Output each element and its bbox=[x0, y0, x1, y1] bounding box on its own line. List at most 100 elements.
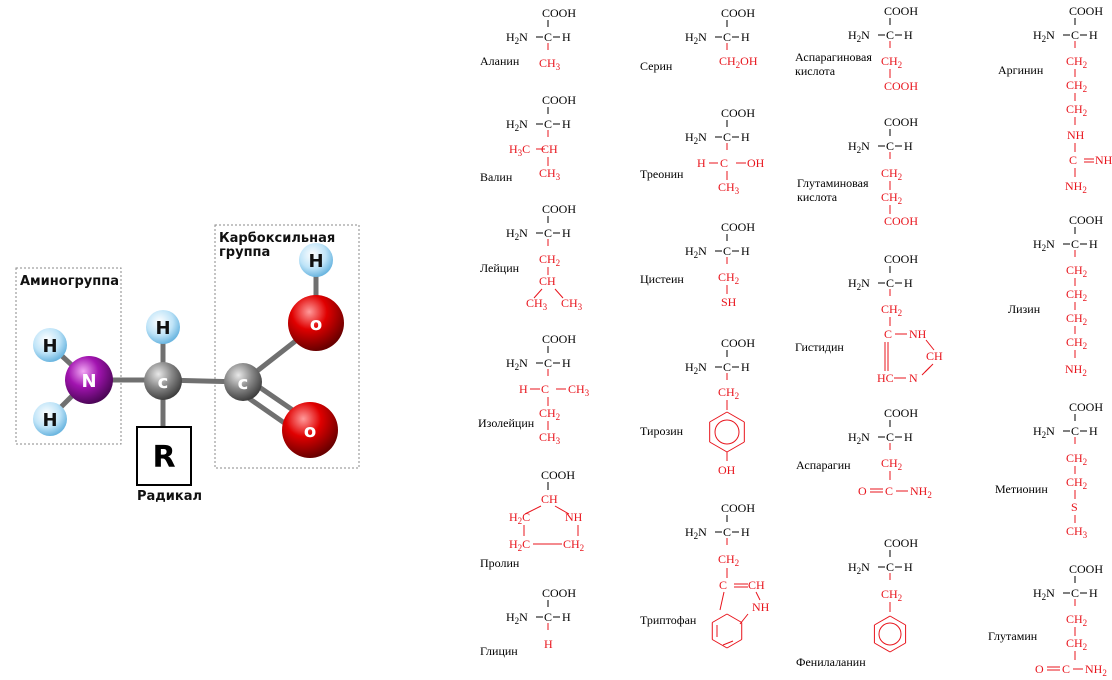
bond-line bbox=[722, 640, 734, 646]
formula-text: H2C bbox=[509, 510, 530, 526]
hydrogen-symbol: H bbox=[562, 610, 571, 624]
alpha-carbon-symbol: C bbox=[544, 30, 552, 44]
amino-acid-name: Валин bbox=[480, 170, 513, 184]
bond-line bbox=[755, 591, 761, 601]
cooh-label: COOH bbox=[884, 536, 918, 550]
carboxyl-group-label: Карбоксильная bbox=[219, 231, 335, 246]
formula-text: C bbox=[885, 484, 893, 498]
cooh-label: COOH bbox=[542, 332, 576, 346]
ring-bond bbox=[889, 615, 906, 626]
bond-line bbox=[554, 288, 564, 299]
formula-text: NH2 bbox=[1065, 179, 1087, 195]
side-chain-group: CH3 bbox=[539, 56, 561, 72]
nitrogen-atom bbox=[65, 356, 113, 404]
hydrogen-symbol: H bbox=[1089, 586, 1098, 600]
ring-bond bbox=[726, 613, 742, 623]
radical-label: Радикал bbox=[137, 489, 202, 504]
hydrogen-symbol: H bbox=[1089, 28, 1098, 42]
amino-acid-name: Глутаминовая bbox=[797, 176, 869, 190]
amine-label: H2N bbox=[1033, 237, 1055, 253]
formula-text: NH2 bbox=[910, 484, 932, 500]
amino-group-label: Аминогруппа bbox=[20, 274, 119, 289]
hydrogen-symbol: H bbox=[562, 30, 571, 44]
hydrogen-symbol: H bbox=[741, 360, 750, 374]
side-chain-group: CH2 bbox=[881, 190, 902, 206]
side-chain-group: CH2 bbox=[881, 456, 902, 472]
oxygen-atom-2-label: o bbox=[304, 421, 316, 442]
bond-line bbox=[524, 505, 542, 515]
alpha-carbon-symbol: C bbox=[544, 226, 552, 240]
hydrogen-symbol: H bbox=[741, 525, 750, 539]
cooh-label: COOH bbox=[884, 4, 918, 18]
formula-text: H2C bbox=[509, 537, 530, 553]
amine-label: H2N bbox=[848, 28, 870, 44]
amino-group-box bbox=[15, 267, 122, 445]
bond-line bbox=[925, 339, 935, 351]
cooh-label: COOH bbox=[884, 406, 918, 420]
cooh-label: COOH bbox=[541, 468, 575, 482]
side-chain-group: CH2 bbox=[539, 406, 560, 422]
amino-acid-name: Пролин bbox=[480, 556, 520, 570]
amine-label: H2N bbox=[506, 610, 528, 626]
amine-label: H2N bbox=[1033, 28, 1055, 44]
oxygen-atom-2 bbox=[282, 402, 338, 458]
cooh-label: COOH bbox=[884, 252, 918, 266]
hydrogen-atom-1 bbox=[33, 328, 67, 362]
hydrogen-symbol: H bbox=[904, 139, 913, 153]
alpha-carbon-symbol: C bbox=[1071, 586, 1079, 600]
formula-text: CH3 bbox=[526, 296, 548, 312]
side-chain-group: CH2 bbox=[1066, 287, 1087, 303]
alpha-carbon-symbol: C bbox=[544, 117, 552, 131]
hydrogen-atom-2-label: H bbox=[42, 410, 57, 431]
alpha-carbon-symbol: C bbox=[723, 360, 731, 374]
formula-text: COOH bbox=[884, 79, 918, 93]
amine-label: H2N bbox=[506, 226, 528, 242]
amino-acid-name: Аргинин bbox=[998, 63, 1044, 77]
amino-acid-name: Гистидин bbox=[795, 340, 844, 354]
aromatic-ring bbox=[714, 419, 740, 445]
oxygen-atom-1 bbox=[288, 295, 344, 351]
side-chain-group: CH3 bbox=[539, 166, 561, 182]
side-chain-group: CH2 bbox=[1066, 451, 1087, 467]
ring-bond bbox=[709, 441, 728, 453]
formula-text: C bbox=[719, 578, 727, 592]
ring-bond bbox=[889, 642, 906, 653]
side-chain-group: CH2 bbox=[718, 270, 739, 286]
alpha-carbon-atom bbox=[144, 362, 182, 400]
cooh-label: COOH bbox=[1069, 4, 1103, 18]
alpha-carbon-symbol: C bbox=[544, 610, 552, 624]
formula-text: OH bbox=[718, 463, 736, 477]
hydrogen-symbol: H bbox=[904, 430, 913, 444]
amino-acid-name: Метионин bbox=[995, 482, 1048, 496]
formula-text: CH bbox=[748, 578, 765, 592]
formula-text: CH bbox=[926, 349, 943, 363]
amino-acid-name: Аланин bbox=[480, 54, 520, 68]
cooh-label: COOH bbox=[542, 586, 576, 600]
ring-bond bbox=[726, 441, 745, 453]
ring-bond bbox=[712, 639, 728, 649]
hydrogen-symbol: H bbox=[904, 28, 913, 42]
carboxyl-carbon-atom bbox=[224, 363, 262, 401]
oxygen-atom-1-label: o bbox=[310, 314, 322, 335]
side-chain-group: CH2 bbox=[881, 587, 902, 603]
alpha-carbon-symbol: C bbox=[723, 244, 731, 258]
formula-text: NH2 bbox=[1065, 362, 1087, 378]
hydrogen-symbol: H bbox=[904, 560, 913, 574]
amino-acid-name: Серин bbox=[640, 59, 673, 73]
amine-label: H2N bbox=[848, 139, 870, 155]
ring-bond bbox=[726, 411, 745, 423]
amino-acid-name: Изолейцин bbox=[478, 416, 535, 430]
amino-acid-name: Триптофан bbox=[640, 613, 697, 627]
formula-text: COOH bbox=[884, 214, 918, 228]
alpha-carbon-symbol: C bbox=[723, 30, 731, 44]
side-chain-group: CH2 bbox=[718, 552, 739, 568]
side-chain-group: H bbox=[544, 637, 553, 651]
bond-line bbox=[719, 591, 725, 611]
side-chain-group: CH3 bbox=[718, 180, 740, 196]
side-chain-group: CH2 bbox=[718, 385, 739, 401]
side-chain-group: CH bbox=[539, 274, 556, 288]
side-chain-group: CH2 bbox=[539, 252, 560, 268]
side-chain-group: CH3 bbox=[1066, 524, 1088, 540]
formula-text: CH2OH bbox=[719, 54, 758, 70]
